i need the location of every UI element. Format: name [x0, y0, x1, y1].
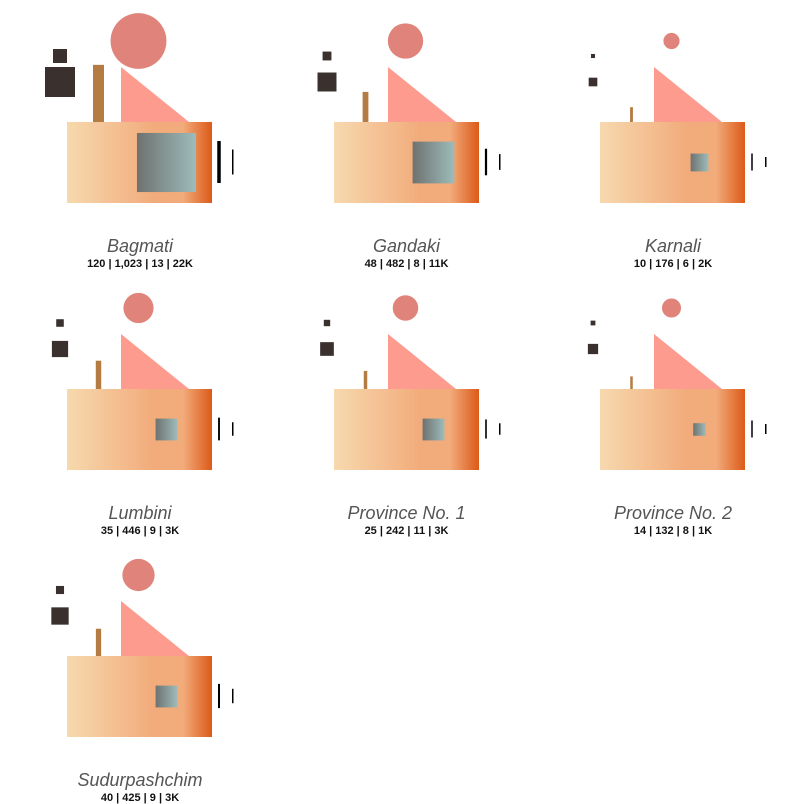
glyph-svg [51, 292, 234, 470]
thick-line-mark [218, 417, 220, 441]
square-mark [587, 343, 599, 355]
triangle-mark [121, 67, 189, 122]
small-square-mark [590, 320, 596, 326]
thick-line-mark [484, 148, 487, 176]
glyph-svg [51, 558, 234, 737]
glyph-sudurpashchim: Sudurpashchim 40 | 425 | 9 | 3K [0, 534, 266, 804]
square-mark [319, 342, 334, 356]
house-body [600, 389, 745, 470]
house-body [333, 122, 479, 203]
square-mark [317, 72, 336, 92]
glyph-svg [317, 23, 500, 203]
glyph-svg [45, 13, 234, 203]
bar-mark [95, 360, 102, 389]
thin-line-mark [232, 149, 234, 175]
glyph-svg [319, 295, 500, 470]
glyph-gandaki: Gandaki 48 | 482 | 8 | 11K [267, 0, 533, 270]
glyph-stats: 48 | 482 | 8 | 11K [364, 258, 449, 270]
glyph-label: Gandaki [372, 236, 441, 256]
circle-mark [663, 32, 680, 50]
bar-mark [630, 376, 633, 389]
house-body [67, 656, 212, 737]
triangle-mark [654, 334, 722, 389]
bar-mark [630, 107, 633, 122]
glyph-stats: 10 | 176 | 6 | 2K [633, 258, 713, 270]
triangle-mark [121, 334, 189, 389]
glyph-stats: 40 | 425 | 9 | 3K [100, 792, 180, 804]
glyph-label: Karnali [644, 236, 702, 256]
square-mark [45, 67, 75, 97]
glyph-svg [588, 32, 767, 203]
glyph-karnali: Karnali 10 | 176 | 6 | 2K [533, 0, 790, 270]
small-square-mark [323, 319, 330, 327]
inner-square-mark [690, 153, 709, 172]
triangle-mark [121, 601, 189, 656]
bar-mark [95, 628, 102, 656]
thick-line-mark [751, 420, 753, 438]
small-square-mark [322, 51, 331, 61]
glyph-bagmati: Bagmati 120 | 1,023 | 13 | 22K [0, 0, 266, 270]
circle-mark [122, 558, 155, 592]
house-body [333, 389, 479, 470]
triangle-mark [387, 67, 456, 122]
circle-mark [392, 295, 418, 321]
triangle-mark [654, 67, 722, 122]
bar-mark [93, 64, 104, 122]
circle-mark [387, 23, 423, 59]
small-square-mark [590, 53, 596, 59]
inner-square-mark [155, 418, 178, 441]
inner-square-mark [412, 141, 454, 184]
small-square-mark [55, 585, 65, 595]
glyph-stats: 25 | 242 | 11 | 3K [364, 525, 449, 537]
triangle-mark [387, 334, 456, 389]
glyph-label: Province No. 2 [613, 503, 733, 523]
inner-square-mark [693, 423, 706, 436]
thin-line-mark [232, 688, 234, 704]
thin-line-mark [498, 154, 500, 170]
square-mark [51, 340, 69, 358]
thin-line-mark [765, 424, 767, 434]
glyph-label: Bagmati [106, 236, 174, 256]
bar-mark [362, 91, 368, 122]
glyph-province-no-1: Province No. 1 25 | 242 | 11 | 3K [267, 267, 533, 537]
glyph-label: Province No. 1 [347, 503, 466, 523]
inner-square-mark [155, 685, 178, 708]
thick-line-mark [217, 683, 221, 709]
house-body [600, 122, 745, 203]
glyph-province-no-2: Province No. 2 14 | 132 | 8 | 1K [533, 267, 790, 537]
circle-mark [661, 298, 682, 318]
square-mark [51, 607, 69, 625]
thin-line-mark [765, 157, 767, 167]
glyph-stats: 14 | 132 | 8 | 1K [633, 525, 713, 537]
circle-mark [123, 292, 154, 324]
thin-line-mark [232, 422, 234, 436]
glyph-stats: 35 | 446 | 9 | 3K [100, 525, 180, 537]
inner-square-mark [422, 418, 444, 441]
inner-square-mark [136, 132, 197, 193]
thick-line-mark [751, 153, 753, 171]
small-square-mark [53, 49, 67, 63]
circle-mark [110, 13, 167, 69]
thick-line-mark [484, 419, 487, 439]
glyph-stats: 120 | 1,023 | 13 | 22K [87, 258, 193, 270]
small-square-mark [56, 319, 64, 327]
glyph-svg [587, 298, 767, 470]
thick-line-mark [217, 141, 221, 183]
bar-mark [363, 370, 367, 389]
thin-line-mark [498, 423, 500, 435]
house-body [67, 389, 212, 470]
glyph-lumbini: Lumbini 35 | 446 | 9 | 3K [0, 267, 266, 537]
glyph-label: Lumbini [108, 503, 172, 523]
glyph-label: Sudurpashchim [77, 770, 203, 790]
square-mark [588, 77, 598, 87]
